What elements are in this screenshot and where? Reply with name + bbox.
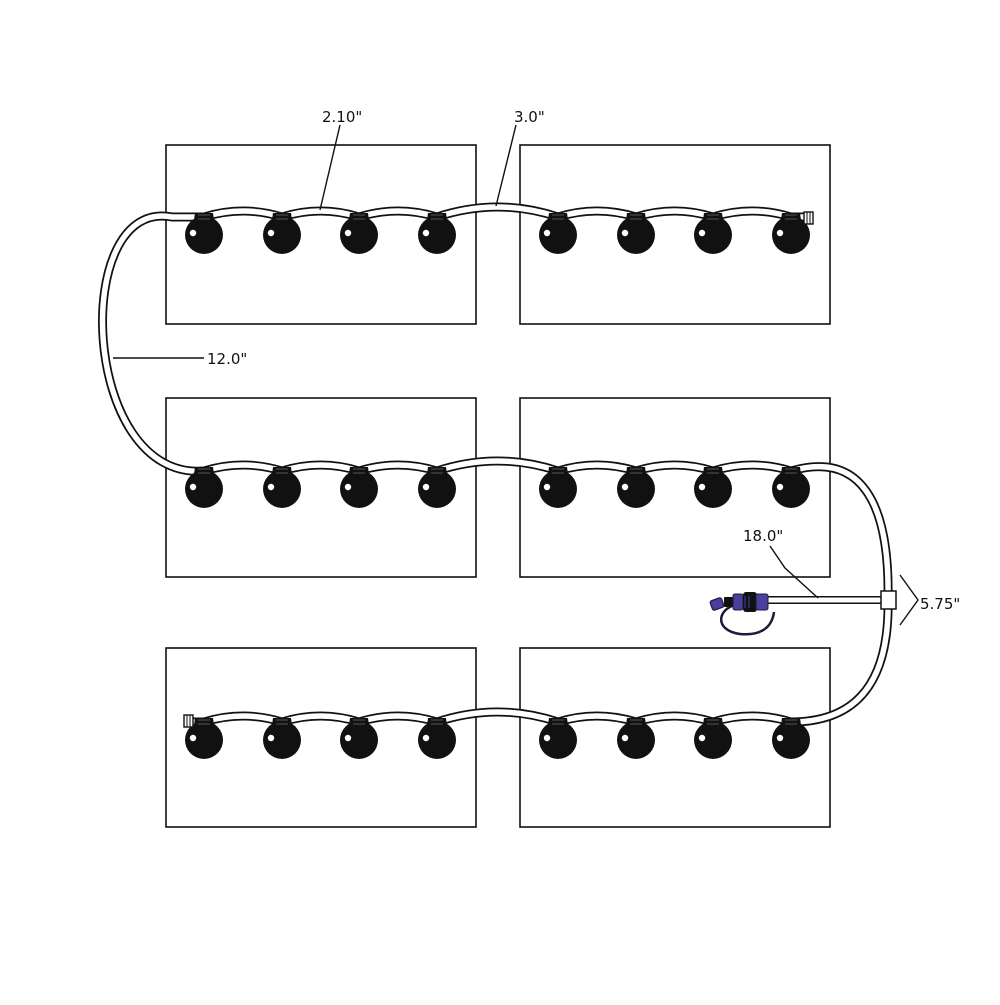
vent-cap-icon [340, 467, 378, 508]
label-tee-offset: 5.75" [920, 595, 960, 613]
tubing-end-clip-icon [183, 714, 194, 728]
vent-cap-icon [418, 213, 456, 254]
vent-cap-icon [617, 467, 655, 508]
vent-cap-icon [185, 467, 223, 508]
vent-caps [185, 213, 810, 759]
label-cap-spacing: 2.10" [322, 108, 362, 126]
leader-feed-tube [769, 545, 819, 599]
vent-cap-icon [185, 718, 223, 759]
vent-cap-icon [340, 213, 378, 254]
tubing-end-clips [183, 211, 814, 728]
vent-cap-icon [263, 213, 301, 254]
vent-cap-icon [772, 718, 810, 759]
leader-cap-spacing [319, 124, 341, 211]
dimension-leaders [113, 124, 919, 626]
vent-cap-icon [263, 718, 301, 759]
leader-panel-gap [495, 124, 517, 207]
leader-tee-offset [899, 574, 919, 626]
vent-cap-icon [772, 213, 810, 254]
vent-cap-icon [418, 718, 456, 759]
vent-cap-icon [539, 467, 577, 508]
vent-cap-icon [263, 467, 301, 508]
feed-assembly [709, 590, 897, 636]
label-feed-tube: 18.0" [743, 527, 783, 545]
vent-cap-icon [617, 213, 655, 254]
vent-cap-icon [539, 213, 577, 254]
vent-cap-icon [694, 467, 732, 508]
tee-fitting-icon [880, 590, 897, 610]
tubing-end-clip-icon [803, 211, 814, 225]
dimension-labels: 2.10" 3.0" 12.0" 18.0" 5.75" [207, 108, 960, 613]
label-row-jump: 12.0" [207, 350, 247, 368]
vent-cap-icon [617, 718, 655, 759]
vent-cap-icon [418, 467, 456, 508]
vent-cap-icon [694, 213, 732, 254]
quick-connect-fitting-icon [709, 592, 776, 636]
label-panel-gap: 3.0" [514, 108, 545, 126]
vent-cap-icon [772, 467, 810, 508]
vent-cap-icon [340, 718, 378, 759]
vent-cap-icon [694, 718, 732, 759]
vent-cap-icon [185, 213, 223, 254]
vent-cap-icon [539, 718, 577, 759]
